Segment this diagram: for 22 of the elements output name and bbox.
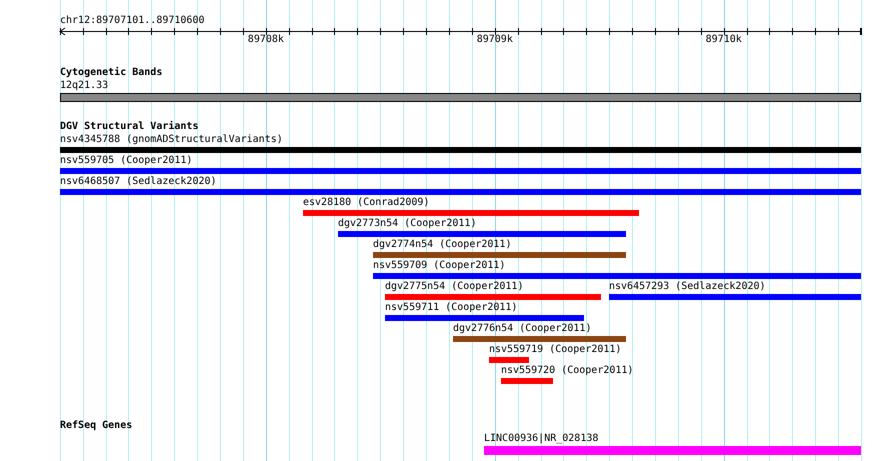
feature-label: esv28180 (Conrad2009) [303,197,430,210]
track-heading: Cytogenetic Bands [60,67,162,79]
feature-label: nsv6468507 (Sedlazeck2020) [60,176,218,189]
feature-label: nsv559705 (Cooper2011) [60,155,194,168]
feature-label: dgv2773n54 (Cooper2011) [338,218,478,231]
track-heading: RefSeq Genes [60,420,132,432]
feature-label: dgv2776n54 (Cooper2011) [453,323,592,336]
feature-label: LINC00936|NR_028138 [484,433,600,446]
scale-label: 89710k [706,34,742,46]
feature-label: nsv4345788 (gnomADStructuralVariants) [60,134,284,147]
feature-label: nsv559711 (Cooper2011) [385,302,518,315]
scale-label: 89709k [476,34,513,46]
feature-label: nsv6457293 (Sedlazeck2020) [609,281,767,294]
feature-label: nsv559720 (Cooper2011) [501,365,634,378]
feature-label: dgv2775n54 (Cooper2011) [385,281,524,294]
feature-label: dgv2774n54 (Cooper2011) [373,239,512,252]
locus-label: chr12:89707101..89710600 [60,15,204,27]
feature-label: nsv559719 (Cooper2011) [489,344,622,357]
feature-label: nsv559709 (Cooper2011) [373,260,506,273]
feature-label: 12q21.33 [60,80,110,93]
track-heading: DGV Structural Variants [60,121,198,133]
scale-label: 89708k [248,34,284,46]
